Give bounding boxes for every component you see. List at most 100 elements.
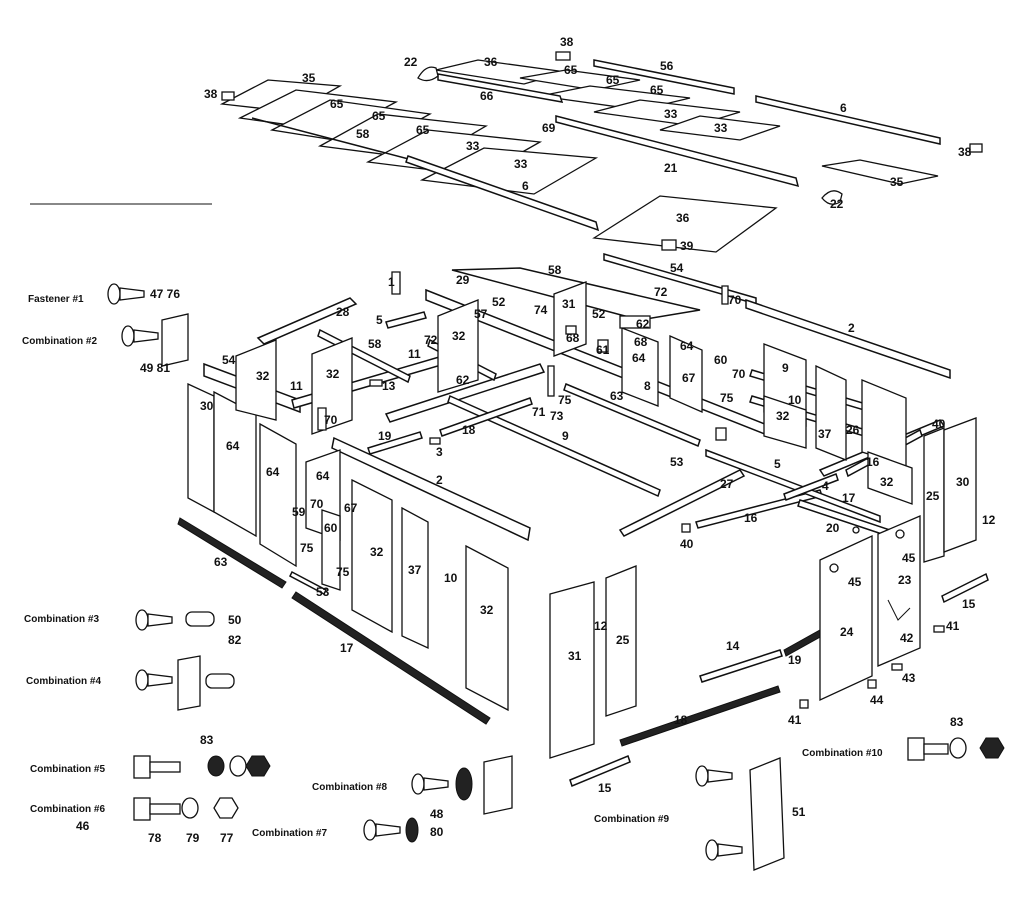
roof-cap-22-top [417,66,439,82]
bracket-41-b [799,699,809,709]
part-callout: 31 [562,297,576,311]
panel-37-front [401,506,429,650]
part-callout: 52 [492,295,506,309]
part-callout: 22 [830,197,844,211]
part-callout: 75 [720,391,734,405]
part-callout: 33 [466,139,480,153]
part-callout: 72 [424,333,438,347]
combo4-label: Combination #4 [26,676,101,687]
part-callout: 68 [634,335,648,349]
part-callout: 45 [848,575,862,589]
part-callout: 57 [474,307,488,321]
part-callout: 64 [266,465,280,479]
part-callout: 67 [682,371,696,385]
part-callout: 5 [774,457,781,471]
sill-63-left [177,517,287,589]
part-callout: 30 [956,475,970,489]
part-callout: 9 [782,361,789,375]
rail-2-front [331,436,531,542]
bracket-44 [867,679,877,689]
panel-64-back-a [621,327,659,407]
panel-24-door [819,534,873,702]
part-callout: 10 [444,571,458,585]
bolt-icon-combo10 [907,737,1005,761]
combo3-parts-top: 50 [228,613,242,627]
panel-25-right [923,427,945,563]
part-callout: 32 [452,329,466,343]
combo5-part: 83 [200,733,214,747]
rail-16-a [695,489,823,529]
bracket-61 [597,339,609,353]
combo6-part-79: 79 [186,831,200,845]
screw-icon-combo8 [411,755,513,815]
bolt-icon-combo6 [133,797,239,821]
part-callout: 17 [340,641,354,655]
part-callout: 15 [962,597,976,611]
bracket-68 [565,325,577,335]
part-callout: 13 [382,379,396,393]
part-callout: 52 [592,307,606,321]
rail-4 [783,473,839,501]
part-callout: 65 [564,63,578,77]
combo5-label: Combination #5 [30,764,105,775]
part-callout: 54 [222,353,236,367]
part-callout: 70 [728,293,742,307]
part-callout: 41 [788,713,802,727]
rail-19-left [367,431,423,455]
part-callout: 53 [316,585,330,599]
part-callout: 75 [558,393,572,407]
part-callout: 4 [822,479,829,493]
part-callout: 29 [456,273,470,287]
roof-rail-58 [251,117,421,163]
part-callout: 19 [788,653,802,667]
part-callout: 31 [568,649,582,663]
part-callout: 63 [214,555,228,569]
part-callout: 65 [650,83,664,97]
bracket-75 [715,427,727,441]
bracket-43 [891,663,903,671]
screw-icon-fastener1 [107,283,145,305]
part-callout: 64 [680,339,694,353]
part-callout: 59 [292,505,306,519]
part-callout: 28 [336,305,350,319]
bolt-icon-combo5 [133,755,271,779]
part-callout: 44 [870,693,884,707]
part-callout: 5 [376,313,383,327]
part-callout: 24 [840,625,854,639]
rail-9-center [447,394,661,498]
part-callout: 6 [840,101,847,115]
part-callout: 38 [958,145,972,159]
panel-31-front [549,581,595,759]
wall-panels [187,271,977,759]
part-callout: 43 [902,671,916,685]
part-callout: 1 [388,275,395,289]
bracket-41-a [933,625,945,633]
part-callout: 58 [368,337,382,351]
part-callout: 41 [946,619,960,633]
panel-25-front [605,565,637,717]
hinge-20 [852,526,860,534]
part-callout: 10 [788,393,802,407]
fastener1-parts: 47 76 [150,287,180,301]
rail-14 [699,649,783,683]
part-callout: 16 [744,511,758,525]
rail-62 [384,363,546,423]
part-callout: 21 [664,161,678,175]
part-callout: 54 [670,261,684,275]
part-callout: 11 [290,379,303,393]
part-callout: 15 [598,781,612,795]
roof-panel-65-top-a [519,69,641,91]
latch-42 [887,599,911,621]
part-callout: 67 [344,501,358,515]
rail-2-back [745,298,951,380]
part-callout: 68 [566,331,580,345]
screw-icon-combo3 [135,609,215,631]
part-callout: 65 [330,97,344,111]
combo3-label: Combination #3 [24,614,99,625]
part-callout: 53 [670,455,684,469]
part-callout: 33 [514,157,528,171]
part-callout: 2 [848,321,855,335]
part-callout: 35 [890,175,904,189]
screw-icon-combo4 [135,655,235,711]
part-callout: 25 [616,633,630,647]
